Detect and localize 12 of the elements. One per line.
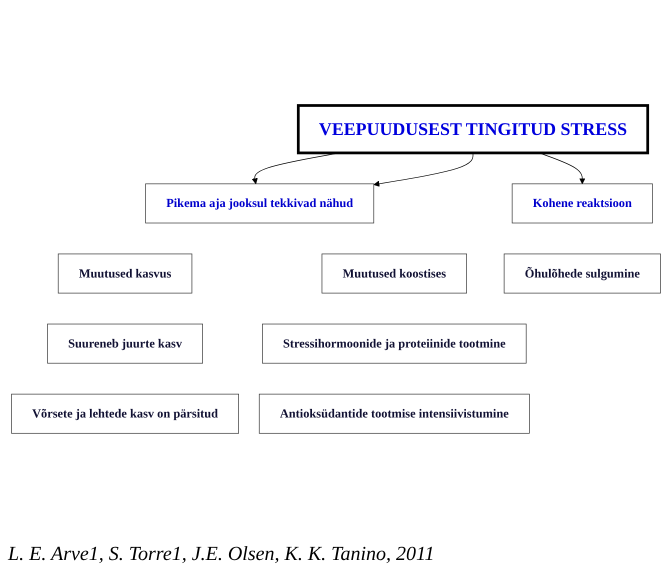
node-box: Kohene reaktsioon xyxy=(512,184,653,224)
node-box: Õhulõhede sulgumine xyxy=(504,254,661,294)
caption: L. E. Arve1, S. Torre1, J.E. Olsen, K. K. Tanino, 2011 xyxy=(8,543,435,566)
arrow xyxy=(374,152,474,187)
node-box: Võrsete ja lehtede kasv on pärsitud xyxy=(11,394,239,434)
node-box: VEEPUUDUSEST TINGITUD STRESS xyxy=(296,104,650,154)
node-box: Suureneb juurte kasv xyxy=(47,324,203,364)
node-box: Stressihormoonide ja proteiinide tootmine xyxy=(262,324,527,364)
node-box: Antioksüdantide tootmise intensiivistumine xyxy=(258,394,530,434)
node-box: Muutused kasvus xyxy=(58,254,192,294)
node-box: Muutused koostises xyxy=(322,254,467,294)
node-box: Pikema aja jooksul tekkivad nähud xyxy=(145,184,374,224)
